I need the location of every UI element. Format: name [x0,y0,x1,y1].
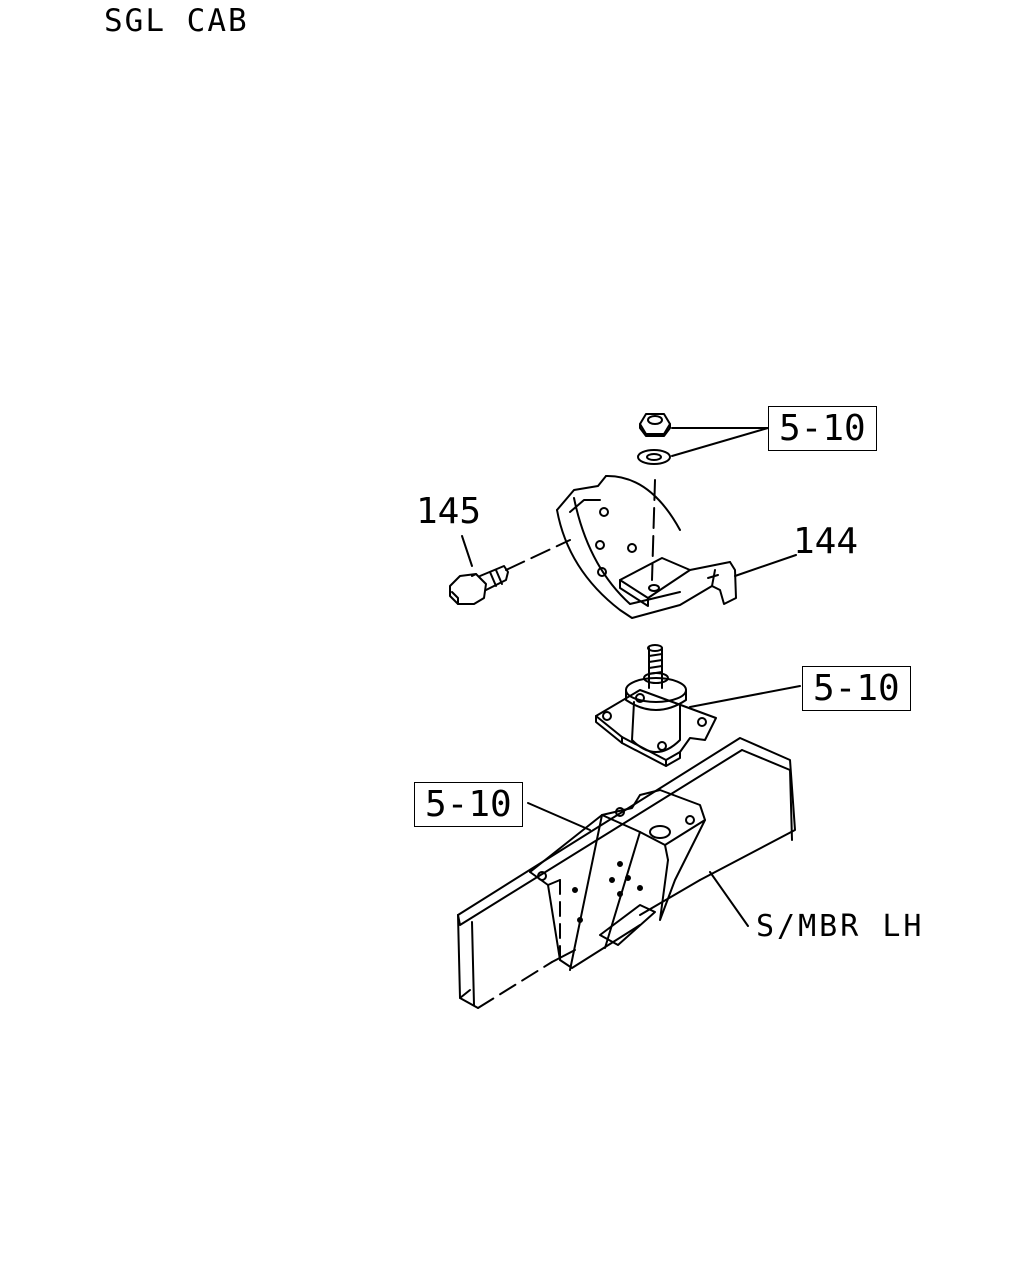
leader-lines [527,802,749,927]
rubber-mount [595,644,801,767]
side-member-label: S/MBR LH [756,909,925,944]
reference-box-mount[interactable]: 5-10 [802,666,911,711]
frame-bracket [529,789,706,971]
reference-box-bracket[interactable]: 5-10 [414,782,523,827]
side-member-rail [457,737,796,1009]
cab-bracket-144 [556,474,797,619]
nut-and-washer [637,413,769,581]
page-title: SGL CAB [104,3,249,39]
part-number-145: 145 [416,491,482,532]
reference-box-nut-washer[interactable]: 5-10 [768,406,877,451]
part-number-144: 144 [793,521,859,562]
bolt-145 [449,535,571,605]
